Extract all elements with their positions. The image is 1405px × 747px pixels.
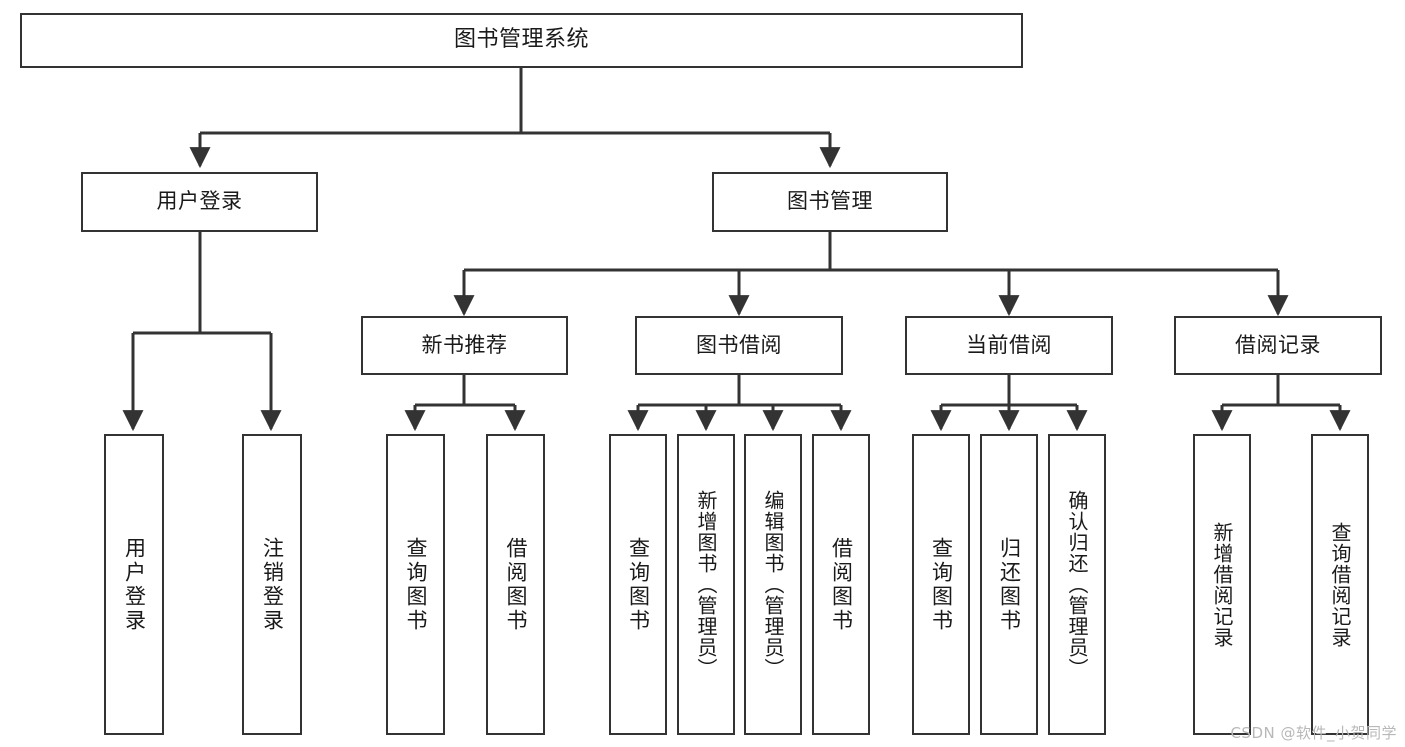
leaf-node-query-book-borrow[interactable]: 查询图书	[609, 434, 667, 735]
node-borrow-record[interactable]: 借阅记录	[1174, 316, 1382, 375]
node-label: 新增借阅记录	[1210, 521, 1234, 648]
leaf-node-user-logout[interactable]: 注销登录	[242, 434, 302, 735]
node-label: 注销登录	[260, 536, 285, 633]
node-book-borrow[interactable]: 图书借阅	[635, 316, 843, 375]
node-label: 查询图书	[404, 536, 428, 633]
node-label: 图书管理	[787, 189, 873, 214]
node-label: 用户登录	[122, 536, 147, 633]
leaf-node-query-borrow-record[interactable]: 查询借阅记录	[1311, 434, 1369, 735]
leaf-node-query-book-current[interactable]: 查询图书	[912, 434, 970, 735]
leaf-node-edit-book-admin[interactable]: 编辑图书（管理员）	[744, 434, 802, 735]
leaf-node-add-borrow-record[interactable]: 新增借阅记录	[1193, 434, 1251, 735]
node-label: 新增图书（管理员）	[694, 490, 718, 679]
leaf-node-confirm-return-admin[interactable]: 确认归还（管理员）	[1048, 434, 1106, 735]
node-label: 确认归还（管理员）	[1065, 490, 1089, 679]
node-new-book-recommend[interactable]: 新书推荐	[361, 316, 568, 375]
leaf-node-add-book-admin[interactable]: 新增图书（管理员）	[677, 434, 735, 735]
leaf-node-query-book-recommend[interactable]: 查询图书	[386, 434, 445, 735]
leaf-node-borrow-book[interactable]: 借阅图书	[812, 434, 870, 735]
leaf-node-user-login[interactable]: 用户登录	[104, 434, 164, 735]
node-label: 借阅图书	[504, 536, 528, 633]
node-label: 编辑图书（管理员）	[761, 490, 785, 679]
node-label: 归还图书	[997, 536, 1022, 633]
node-label: 当前借阅	[966, 332, 1052, 357]
node-label: 查询借阅记录	[1328, 521, 1352, 648]
node-label: 查询图书	[929, 536, 954, 633]
node-book-manage[interactable]: 图书管理	[712, 172, 948, 232]
node-label: 查询图书	[626, 536, 651, 633]
leaf-node-return-book[interactable]: 归还图书	[980, 434, 1038, 735]
node-current-borrow[interactable]: 当前借阅	[905, 316, 1113, 375]
node-label: 图书管理系统	[453, 27, 589, 53]
leaf-node-borrow-book-recommend[interactable]: 借阅图书	[486, 434, 545, 735]
node-label: 图书借阅	[696, 332, 782, 357]
node-user-login[interactable]: 用户登录	[81, 172, 318, 232]
node-root-book-management-system[interactable]: 图书管理系统	[20, 13, 1023, 68]
node-label: 新书推荐	[421, 332, 508, 357]
node-label: 用户登录	[156, 189, 243, 214]
node-label: 借阅记录	[1235, 332, 1321, 357]
node-label: 借阅图书	[829, 536, 854, 633]
